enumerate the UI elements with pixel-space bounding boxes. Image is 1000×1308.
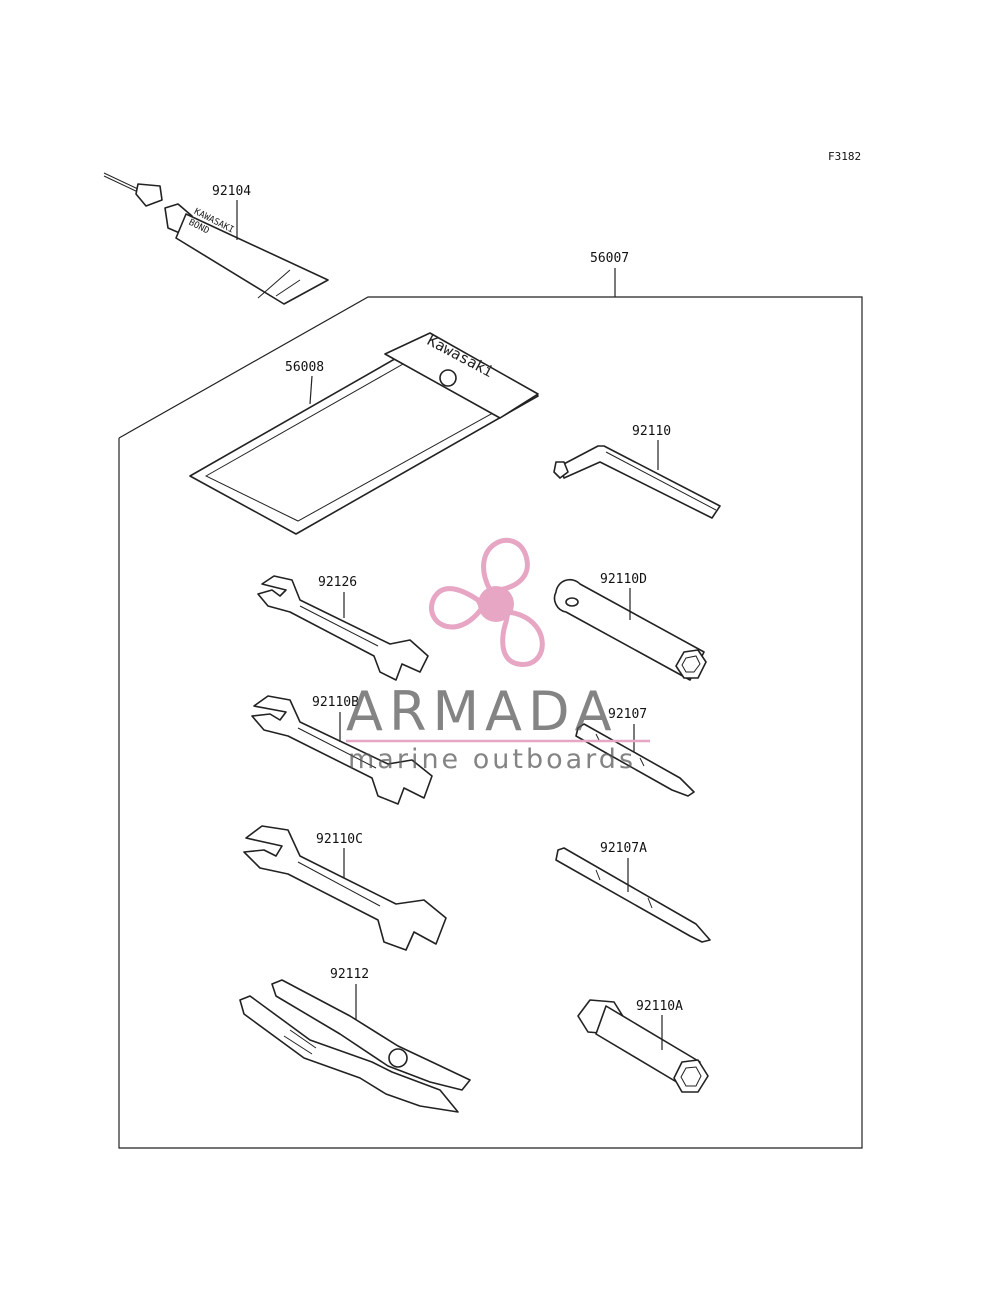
hex-key[interactable] [553, 445, 721, 519]
watermark-tagline: marine outboards [348, 744, 636, 775]
part-label-92126[interactable]: 92126 [318, 575, 357, 590]
screwdriver-92107a[interactable] [555, 847, 711, 943]
part-label-92107[interactable]: 92107 [608, 707, 647, 722]
watermark-brand: ARMADA [346, 680, 618, 743]
bond-tube[interactable]: KAWASAKI BOND [103, 172, 329, 305]
part-label-92110[interactable]: 92110 [632, 424, 671, 439]
tool-pouch[interactable]: Kawasaki [189, 331, 539, 535]
figure-code: F3182 [828, 150, 861, 163]
part-label-92104[interactable]: 92104 [212, 184, 251, 199]
socket-92110a[interactable] [577, 999, 709, 1093]
watermark-logo: ARMADA marine outboards [346, 537, 650, 775]
part-label-56007[interactable]: 56007 [590, 251, 629, 266]
pliers-92112[interactable] [239, 979, 471, 1113]
part-label-92110c[interactable]: 92110C [316, 832, 363, 847]
box-wrench-92110d[interactable] [553, 578, 707, 681]
part-label-92112[interactable]: 92112 [330, 967, 369, 982]
part-label-92110a[interactable]: 92110A [636, 999, 683, 1014]
part-label-92107a[interactable]: 92107A [600, 841, 647, 856]
leader-56008 [309, 375, 313, 405]
kit-outline [118, 296, 863, 1149]
propeller-icon [429, 537, 545, 667]
wrench-92126[interactable] [257, 575, 429, 681]
part-label-56008[interactable]: 56008 [285, 360, 324, 375]
part-label-92110d[interactable]: 92110D [600, 572, 647, 587]
wrench-92110b[interactable] [251, 695, 433, 805]
wrench-92110c[interactable] [243, 825, 447, 951]
part-label-92110b[interactable]: 92110B [312, 695, 359, 710]
